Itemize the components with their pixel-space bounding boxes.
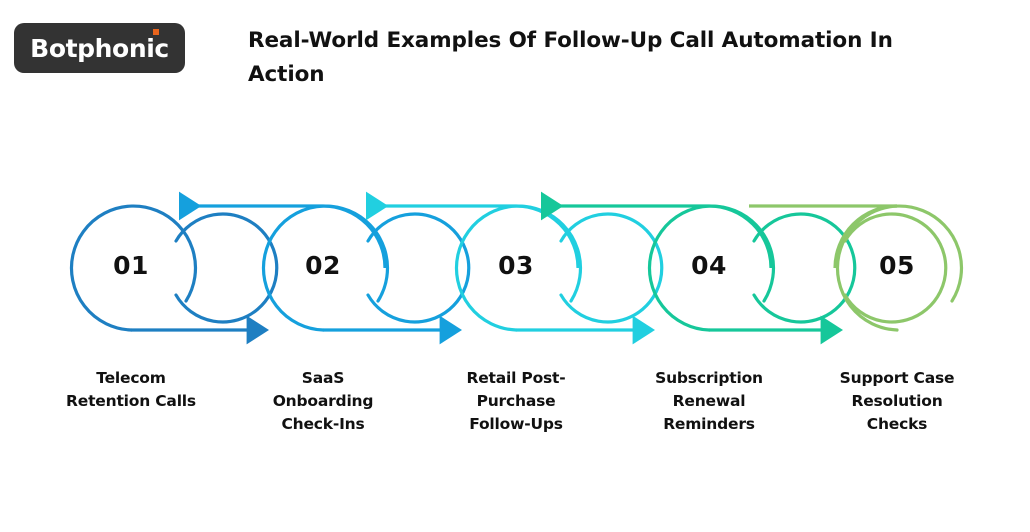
step-graphic-3 (366, 191, 664, 345)
step-graphic-1 (69, 204, 279, 345)
step-inner-ring-2 (366, 212, 471, 324)
step-graphic-4 (541, 191, 857, 345)
step-outer-ring-1 (69, 204, 198, 332)
brand-logo-text: Botphonic (30, 28, 169, 63)
step-outer-ring-3 (454, 204, 583, 332)
step-inner-ring-5 (843, 212, 948, 324)
step-number-4: 04 (691, 251, 727, 280)
step-inner-ring-1 (174, 212, 279, 324)
step-label-5: Support Case Resolution Checks (839, 369, 955, 433)
step-inner-ring-4 (752, 212, 857, 324)
step-outer-ring-4 (647, 204, 776, 332)
step-label-2: SaaS Onboarding Check-Ins (272, 369, 374, 433)
brand-logo-wordmark: Botphonic (30, 33, 169, 63)
step-label-3: Retail Post- Purchase Follow-Ups (466, 369, 566, 433)
step-number-1: 01 (113, 251, 149, 280)
step-label-1: Telecom Retention Calls (66, 369, 196, 410)
flow-graphic (69, 191, 964, 345)
step-inner-ring-3 (559, 212, 664, 324)
page-title: Real-World Examples Of Follow-Up Call Au… (248, 28, 893, 87)
brand-logo-dot-icon (152, 28, 159, 35)
step-graphic-5 (749, 204, 964, 332)
step-number-3: 03 (498, 251, 534, 280)
step-number-2: 02 (305, 251, 341, 280)
connector-top-curve-2 (322, 204, 387, 269)
step-label-4: Subscription Renewal Reminders (655, 369, 763, 433)
connector-top-curve-4 (708, 204, 773, 269)
page-header: Botphonic Real-World Examples Of Follow-… (0, 0, 1030, 110)
brand-logo: Botphonic (14, 23, 185, 73)
step-outer-ring-2 (261, 204, 390, 332)
connector-top-curve-3 (515, 204, 580, 269)
step-graphic-2 (179, 191, 471, 345)
process-flow-diagram: 01 02 03 04 05 Telecom Retention Calls S… (0, 175, 1030, 445)
step-number-5: 05 (879, 251, 915, 280)
